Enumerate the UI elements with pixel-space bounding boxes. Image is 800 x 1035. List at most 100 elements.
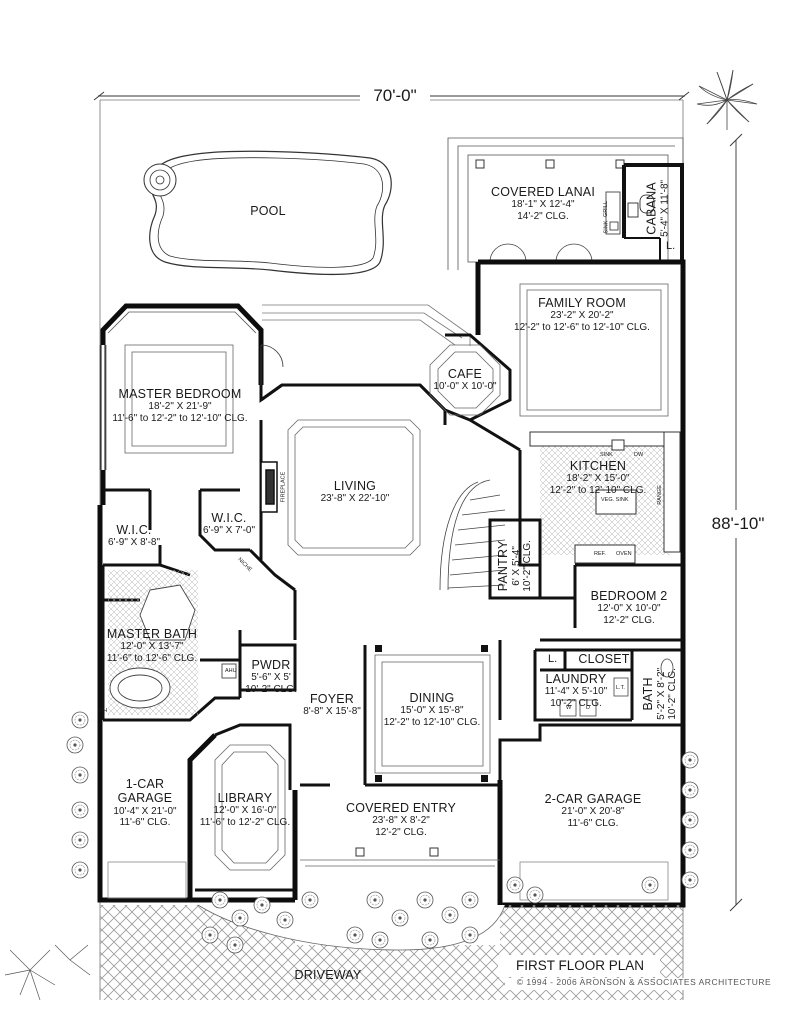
laundry-fixtures <box>559 658 674 717</box>
cabana-linen-label: L. <box>666 240 676 252</box>
water-heater-label: WH <box>98 708 108 714</box>
bath-name: BATH <box>641 677 656 711</box>
family-room-label: FAMILY ROOM 23'-2" X 20'-2" 12'-2" to 12… <box>514 296 650 333</box>
bath-ceiling: 10'-2" CLG. <box>666 668 678 720</box>
master-bedroom-label: MASTER BEDROOM 18'-2" X 21'-9" 11'-6" to… <box>112 387 247 424</box>
living-room-walls <box>260 383 447 425</box>
family-room-name: FAMILY ROOM <box>538 296 626 310</box>
master-bath-name: MASTER BATH <box>106 627 198 641</box>
covered-lanai-name: COVERED LANAI <box>490 185 596 199</box>
pool-label: POOL <box>250 204 286 218</box>
cafe-name: CAFE <box>447 367 483 381</box>
master-bath-label: MASTER BATH 12'-0" X 13'-7" 11'-6" to 12… <box>107 627 197 664</box>
covered-entry-label: COVERED ENTRY 23'-8" X 8'-2" 12'-2" CLG. <box>346 801 456 838</box>
entry-steps <box>300 859 500 867</box>
foyer-label: FOYER 8'-8" X 15'-8" <box>303 692 361 718</box>
ahu-label: AHU <box>225 668 237 674</box>
covered-lanai-label: COVERED LANAI 18'-1" X 12'-4" 14'-2" CLG… <box>491 185 595 222</box>
copyright-text: © 1994 - 2006 ARONSON & ASSOCIATES ARCHI… <box>516 977 772 987</box>
kitchen-name: KITCHEN <box>569 459 627 473</box>
powder-room-label: PWDR 5'-6" X 5' 10'-2" CLG. <box>245 658 297 695</box>
laundry-linen-label: L. <box>548 653 558 665</box>
one-car-garage-label: 1-CAR GARAGE 10'-4" X 21'-0" 11'-6" CLG. <box>113 777 176 829</box>
pantry-size: 6' X 5'-4" <box>510 546 522 586</box>
laundry-name: LAUNDRY <box>545 672 607 686</box>
kitchen-size: 18'-2" X 15'-0" <box>566 473 630 485</box>
master-bath-ceiling: 11'-6" to 12'-6" CLG. <box>106 652 198 664</box>
laundry-ceiling: 10'-2" CLG. <box>550 697 602 709</box>
fern-plants <box>4 944 91 1001</box>
living-size: 23'-8" X 22'-10" <box>320 493 390 505</box>
dining-size: 15'-0" X 15'-8" <box>400 705 464 717</box>
covered-lanai-size: 18'-1" X 12'-4" <box>511 199 575 211</box>
library-label: LIBRARY 12'-0" X 16'-0" 11'-6" to 12'-2"… <box>200 791 290 828</box>
master-bath-fixtures <box>109 584 237 709</box>
wic-left-label: W.I.C. 6'-9" X 8'-8" <box>108 523 160 549</box>
master-bedroom-door <box>260 344 284 385</box>
library-ceiling: 11'-6" to 12'-2" CLG. <box>199 816 291 828</box>
master-bedroom-ceiling: 11'-6" to 12'-2" to 12'-10" CLG. <box>112 412 248 424</box>
driveway-label: DRIVEWAY <box>294 968 362 982</box>
oven-label: OVEN <box>616 551 632 557</box>
two-car-garage-name: 2-CAR GARAGE <box>544 792 642 806</box>
bedroom2-label: BEDROOM 2 12'-0" X 10'-0" 12'-2" CLG. <box>591 589 668 626</box>
lanai-sink-label: SINK <box>603 220 610 234</box>
master-bedroom-ceiling-tray <box>124 344 234 454</box>
wic-right-size: 6'-9" X 7'-0" <box>202 525 256 537</box>
washer-label: W <box>566 705 572 711</box>
wic-right-name: W.I.C. <box>211 511 247 525</box>
bedroom2-ceiling: 12'-2" CLG. <box>603 614 655 626</box>
kitchen-counters <box>529 431 681 564</box>
dishwasher-label: DW <box>634 452 644 458</box>
dining-ceiling <box>374 654 491 774</box>
entry-columns <box>355 847 439 857</box>
grill-label: GRILL <box>602 201 609 217</box>
cafe-size: 10'-0" X 10'-0" <box>433 381 497 393</box>
dining-ceiling: 12'-2" to 12'-10" CLG. <box>383 716 481 728</box>
foyer-name: FOYER <box>309 692 355 706</box>
laundry-tub-label: L.T. <box>616 685 625 691</box>
bath-size: 5'-2" X 8'-2" <box>655 667 667 720</box>
range-label: RANGE <box>656 485 663 505</box>
lanai-columns <box>475 159 625 169</box>
fireplace-label: FIREPLACE <box>280 471 287 503</box>
master-bedroom-size: 18'-2" X 21'-9" <box>148 401 212 413</box>
powder-room-name: PWDR <box>251 658 291 672</box>
pantry-ceiling: 10'-2" CLG. <box>521 540 533 592</box>
laundry-walls <box>533 648 683 722</box>
covered-entry-ceiling: 12'-2" CLG. <box>375 826 427 838</box>
cafe-to-kitchen-wall <box>469 418 521 452</box>
two-car-garage-size: 21'-0" X 20'-8" <box>561 806 625 818</box>
exterior-walls <box>97 259 686 908</box>
library-ceiling <box>214 744 286 871</box>
one-car-garage-name2: GARAGE <box>117 791 173 806</box>
powder-room-ceiling: 10'-2" CLG. <box>245 683 297 695</box>
pool <box>143 150 392 275</box>
staircase <box>439 479 506 591</box>
family-room-ceiling: 12'-2" to 12'-6" to 12'-10" CLG. <box>514 321 650 333</box>
family-room-ceiling <box>519 283 669 417</box>
two-car-garage-label: 2-CAR GARAGE 21'-0" X 20'-8" 11'-6" CLG. <box>545 792 642 829</box>
covered-entry-size: 23'-8" X 8'-2" <box>372 815 430 827</box>
bedroom2-size: 12'-0" X 10'-0" <box>597 603 661 615</box>
cabana-walls <box>622 163 684 262</box>
palm-tree <box>696 69 758 130</box>
kitchen-sink-label: SINK <box>600 452 613 458</box>
covered-entry-name: COVERED ENTRY <box>345 801 457 815</box>
garage-walls <box>498 650 683 780</box>
wic-right-label: W.I.C. 6'-9" X 7'-0" <box>203 511 255 537</box>
wic-left-name: W.I.C. <box>116 523 152 537</box>
kitchen-label: KITCHEN 18'-2" X 15'-0" 12'-2" to 12'-10… <box>550 459 647 496</box>
closet-label: CLOSET <box>578 652 630 666</box>
one-car-garage-ceiling: 11'-6" CLG. <box>119 817 171 829</box>
one-car-garage-name: 1-CAR <box>125 777 165 791</box>
dryer-label: D <box>586 705 590 711</box>
living-label: LIVING 23'-8" X 22'-10" <box>321 479 390 505</box>
kitchen-walls <box>518 450 683 628</box>
library-size: 12'-0" X 16'-0" <box>213 805 277 817</box>
bedroom2-name: BEDROOM 2 <box>590 589 668 603</box>
library-name: LIBRARY <box>217 791 273 805</box>
master-bedroom-windows <box>99 311 257 470</box>
overall-width-label: 70'-0" <box>373 86 417 105</box>
